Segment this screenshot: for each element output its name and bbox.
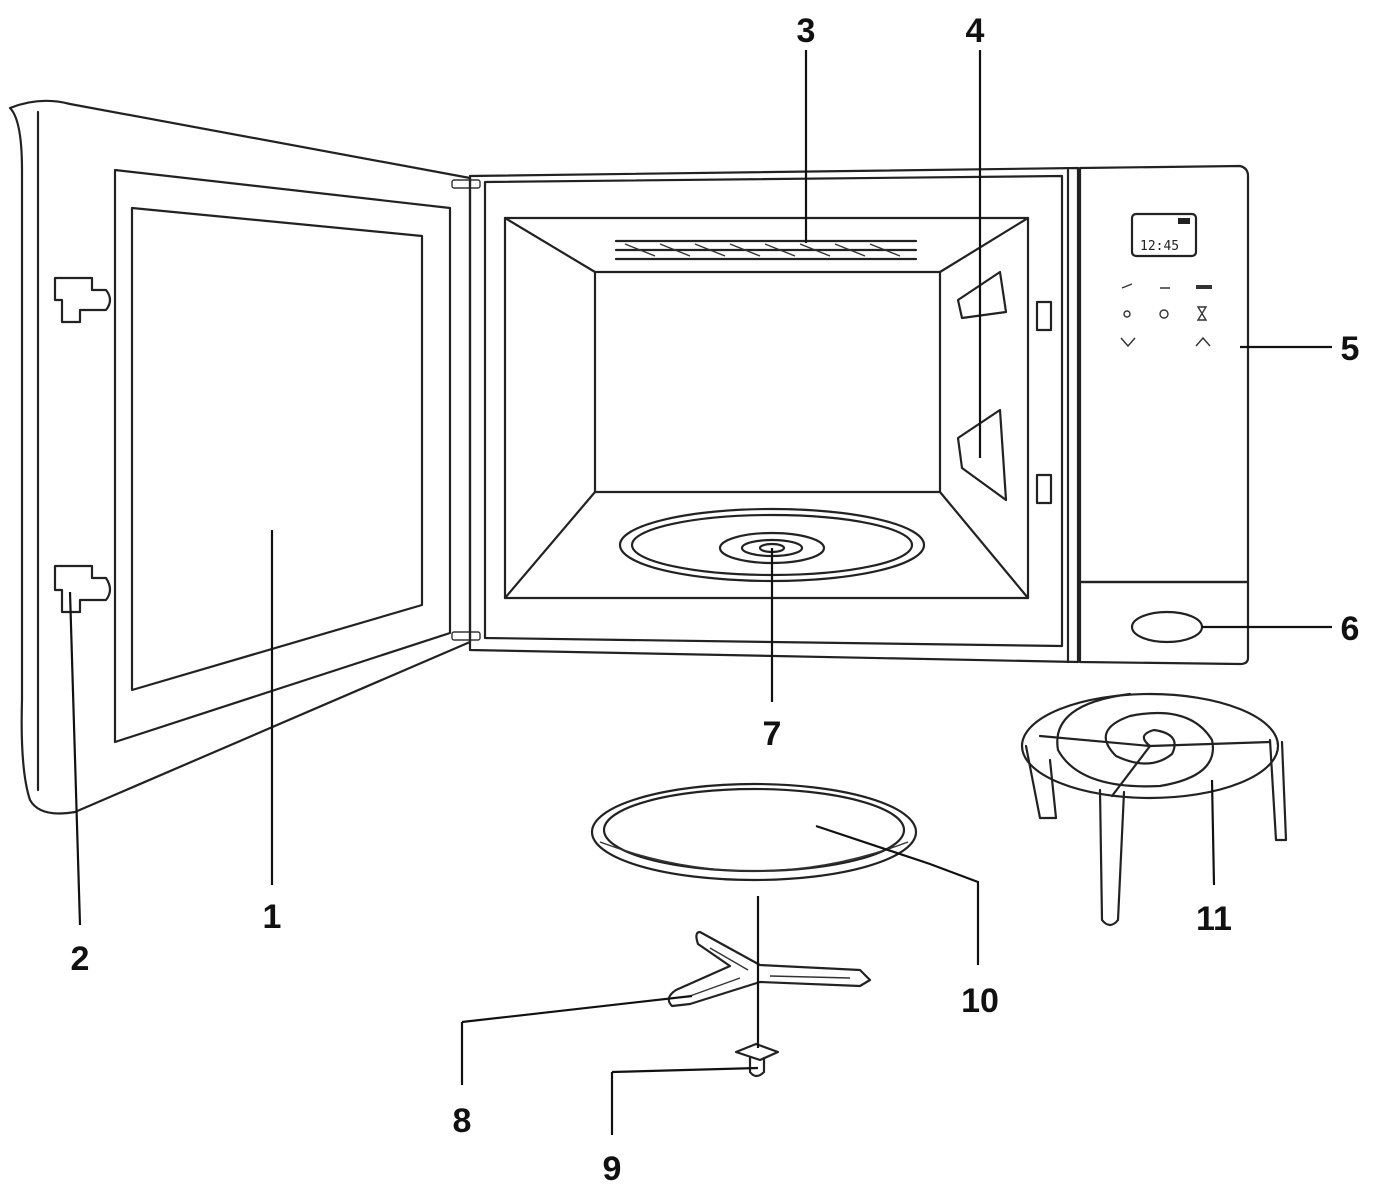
callout-10: 10 bbox=[961, 982, 999, 1020]
door-hook-lower bbox=[53, 564, 112, 614]
door-release-button bbox=[1130, 610, 1204, 644]
callout-5: 5 bbox=[1341, 330, 1360, 368]
glass-tray bbox=[590, 782, 918, 882]
display-time: 12:45 bbox=[1140, 239, 1179, 254]
callout-11: 11 bbox=[1196, 900, 1232, 938]
callout-labels: 1 2 3 4 5 6 7 8 9 10 11 bbox=[71, 12, 1360, 1188]
door-window bbox=[130, 206, 424, 692]
door-latch-slots bbox=[956, 270, 1053, 505]
grill-rack bbox=[1020, 692, 1288, 927]
callout-9: 9 bbox=[603, 1150, 622, 1188]
door-hook-upper bbox=[53, 276, 112, 324]
callout-2: 2 bbox=[71, 940, 90, 978]
callout-8: 8 bbox=[453, 1102, 472, 1140]
callout-6: 6 bbox=[1341, 610, 1360, 648]
callout-3: 3 bbox=[797, 12, 816, 50]
coupler bbox=[734, 1042, 780, 1078]
callout-4: 4 bbox=[966, 12, 985, 50]
cavity bbox=[503, 216, 1053, 600]
roller-support bbox=[667, 930, 872, 1008]
display-screen: 12:45 bbox=[1130, 212, 1198, 258]
waveguide-vent bbox=[614, 239, 918, 261]
callout-1: 1 bbox=[263, 898, 282, 936]
touch-buttons bbox=[1120, 283, 1212, 348]
door bbox=[8, 99, 481, 815]
control-panel: 12:45 bbox=[1078, 164, 1250, 666]
callout-7: 7 bbox=[763, 715, 782, 753]
microwave-body bbox=[468, 166, 1080, 664]
leader-lines bbox=[68, 50, 1332, 1135]
